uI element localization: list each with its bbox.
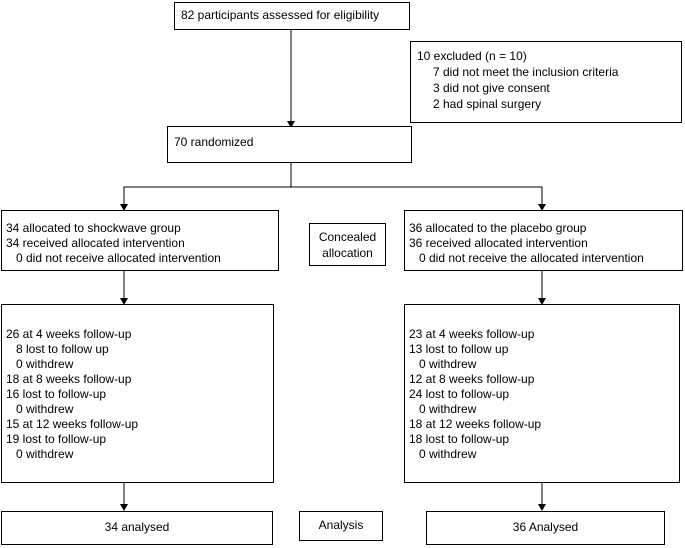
followup-line: 0 withdrew	[419, 402, 477, 416]
followup-line: 0 withdrew	[419, 357, 477, 371]
followup-line: 12 at 8 weeks follow-up	[409, 372, 535, 386]
followup-line: 0 withdrew	[16, 402, 74, 416]
shockwave-not-received: 0 did not receive allocated intervention	[16, 251, 221, 265]
shockwave-received: 34 received allocated intervention	[6, 236, 185, 250]
followup-line: 26 at 4 weeks follow-up	[6, 327, 132, 341]
placebo-analysed: 36 Analysed	[512, 520, 579, 534]
concealed-allocation-box: Concealed allocation	[309, 223, 386, 266]
followup-line: 0 withdrew	[16, 447, 74, 461]
followup-line: 0 withdrew	[16, 357, 74, 371]
excluded-reason: 7 did not meet the inclusion criteria	[433, 65, 619, 79]
analysis-label-box: Analysis	[299, 511, 383, 541]
excluded-reason: 3 did not give consent	[433, 81, 550, 95]
placebo-not-received: 0 did not receive the allocated interven…	[419, 251, 644, 265]
excluded-reason: 2 had spinal surgery	[433, 97, 542, 111]
split-line	[123, 186, 543, 206]
followup-line: 13 lost to follow up	[409, 342, 509, 356]
assessed-box: 82 participants assessed for eligibility	[174, 2, 410, 30]
followup-line: 24 lost to follow-up	[409, 387, 510, 401]
shockwave-allocation-box: 34 allocated to shockwave group 34 recei…	[1, 210, 279, 271]
shockwave-analysed: 34 analysed	[104, 520, 170, 534]
placebo-analysis-box: 36 Analysed	[426, 511, 665, 545]
assessed-text: 82 participants assessed for eligibility	[181, 8, 380, 22]
followup-line: 19 lost to follow-up	[6, 432, 107, 446]
followup-line: 23 at 4 weeks follow-up	[409, 327, 535, 341]
followup-line: 8 lost to follow up	[16, 342, 109, 356]
followup-line: 18 at 8 weeks follow-up	[6, 372, 132, 386]
followup-line: 18 at 12 weeks follow-up	[409, 417, 542, 431]
shockwave-followup-box: 26 at 4 weeks follow-up 8 lost to follow…	[1, 304, 274, 483]
excluded-title: 10 excluded (n = 10)	[417, 49, 527, 63]
placebo-allocation-box: 36 allocated to the placebo group 36 rec…	[404, 210, 683, 271]
analysis-label: Analysis	[318, 518, 364, 532]
randomized-box: 70 randomized	[167, 126, 412, 163]
followup-line: 0 withdrew	[419, 447, 477, 461]
shockwave-allocated: 34 allocated to shockwave group	[6, 221, 181, 235]
followup-line: 18 lost to follow-up	[409, 432, 510, 446]
placebo-allocated: 36 allocated to the placebo group	[409, 221, 587, 235]
randomized-text: 70 randomized	[174, 135, 254, 149]
followup-line: 15 at 12 weeks follow-up	[6, 417, 139, 431]
followup-line: 16 lost to follow-up	[6, 387, 107, 401]
shockwave-analysis-box: 34 analysed	[1, 511, 273, 545]
placebo-received: 36 received allocated intervention	[409, 236, 588, 250]
concealed-line: allocation	[322, 246, 373, 260]
excluded-box: 10 excluded (n = 10) 7 did not meet the …	[410, 41, 682, 123]
placebo-followup-box: 23 at 4 weeks follow-up 13 lost to follo…	[404, 304, 680, 483]
concealed-line: Concealed	[318, 230, 377, 244]
